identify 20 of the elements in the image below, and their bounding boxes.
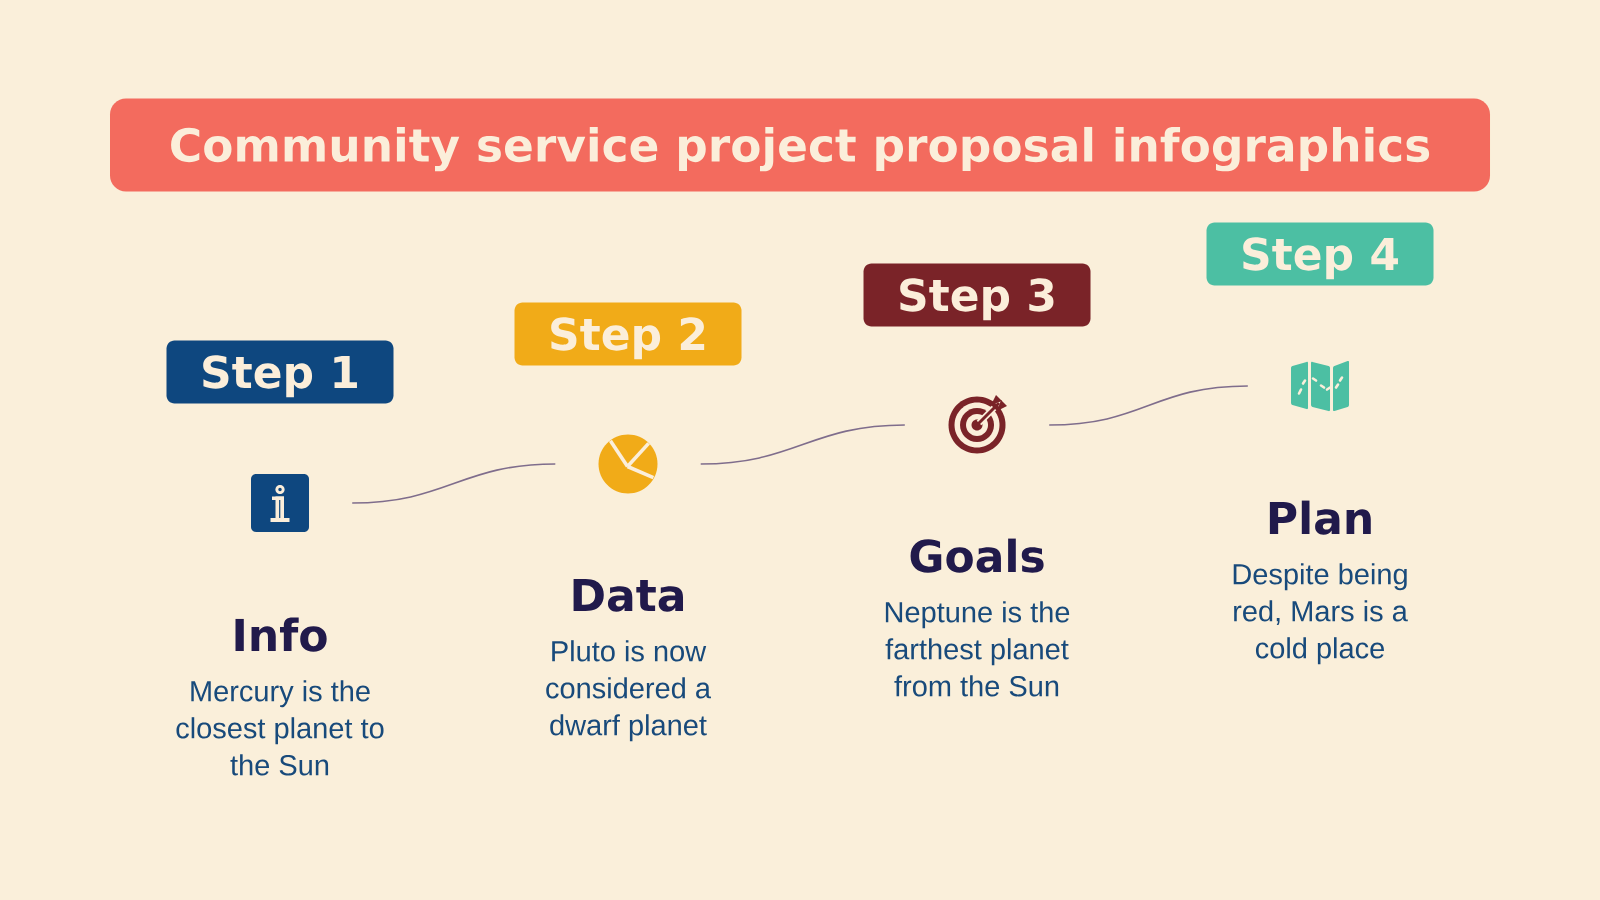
step-tag: Step 2 [514,302,742,366]
step-description: Neptune is the farthest planet from the Sun [885,601,1070,697]
info-icon [251,474,309,532]
pie-chart-icon [598,434,658,494]
connector-line [351,463,557,504]
step-heading: Goals [910,538,1044,573]
connector-line [1048,385,1249,426]
step-heading: Data [573,578,683,612]
connector-line [699,424,906,465]
title-banner: Community service project proposal infographics [110,98,1490,192]
step-tag: Step 1 [166,340,394,404]
map-icon [1291,360,1349,412]
step-description: Pluto is now considered a dwarf planet [546,640,711,742]
step-heading: Plan [1269,500,1371,535]
step-tag: Step 3 [863,263,1091,327]
step-tag: Step 4 [1206,222,1434,286]
step-description: Mercury is the closest planet to the Sun [176,680,384,776]
step-heading: Info [235,617,327,652]
target-icon [948,395,1007,454]
step-description: Despite being red, Mars is a cold place [1233,563,1408,665]
